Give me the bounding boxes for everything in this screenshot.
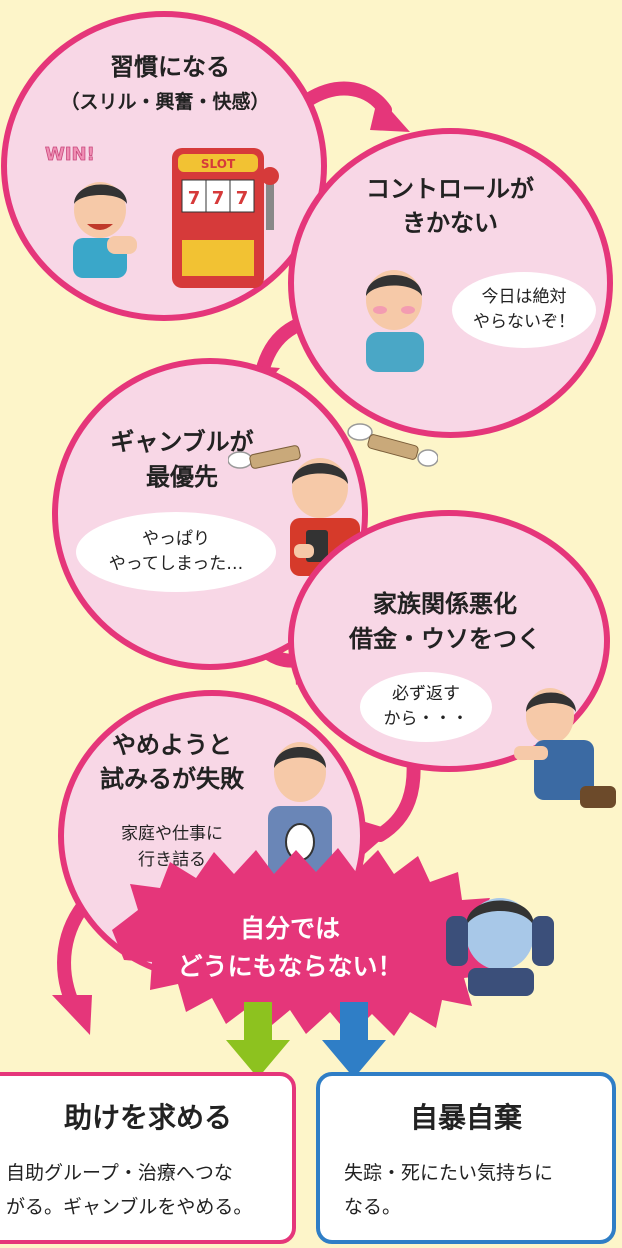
burst-line-2: どうにもならない！ — [177, 952, 403, 981]
stage-5-note-line-1: 家庭や仕事に — [121, 824, 223, 844]
flying-money-icon — [228, 423, 438, 469]
svg-text:7: 7 — [188, 188, 201, 209]
slot-label: SLOT — [201, 157, 236, 171]
stage-3-speech-bubble: やっぱり やってしまった… — [76, 512, 276, 592]
begging-man-figure — [514, 688, 616, 808]
green-arrow-icon — [226, 1002, 290, 1078]
stage-4-title-line-1: 家族関係悪化 — [373, 590, 517, 618]
seek-help-body: 自助グループ・治療へつな がる。ギャンブルをやめる。 — [6, 1162, 253, 1218]
svg-text:7: 7 — [236, 188, 249, 209]
blue-arrow-icon — [322, 1002, 386, 1078]
stage-2-title-line-2: きかない — [402, 209, 498, 237]
stage-2-speech-bubble: 今日は絶対 やらないぞ！ — [452, 272, 596, 348]
despair-title: 自暴自棄 — [409, 1101, 522, 1134]
stage-3-title-line-2: 最優先 — [146, 463, 218, 491]
determined-man-figure — [366, 270, 424, 372]
stage-3-title-line-1: ギャンブルが — [110, 428, 254, 456]
seek-help-box: 助けを求める 自助グループ・治療へつな がる。ギャンブルをやめる。 — [0, 1072, 296, 1244]
stage-2-circle — [288, 128, 613, 438]
despair-body: 失踪・死にたい気持ちに なる。 — [344, 1162, 554, 1218]
stage-4-title-line-2: 借金・ウソをつく — [349, 625, 541, 653]
win-label: WIN! — [45, 144, 95, 165]
stage-5-note-line-2: 行き詰る — [138, 850, 206, 870]
stage-5-title-line-1: やめようと — [112, 731, 232, 759]
stage-5-title-line-2: 試みるが失敗 — [100, 765, 244, 793]
seek-help-title: 助けを求める — [63, 1101, 232, 1134]
stage-1-title: 習慣になる — [110, 53, 230, 81]
head-holding-man-figure — [446, 898, 554, 996]
stage-1-circle — [1, 11, 327, 321]
winning-man-figure: WIN! — [45, 144, 137, 278]
slot-machine-figure: SLOT 7 7 7 — [172, 148, 279, 288]
burst-line-1: 自分では — [239, 914, 340, 943]
stage-4-speech-bubble: 必ず返す から・・・ — [360, 672, 492, 742]
stage-2-title-line-1: コントロールが — [366, 175, 534, 203]
stage-1-subtitle: （スリル・興奮・快感） — [60, 91, 270, 113]
despair-box: 自暴自棄 失踪・死にたい気持ちに なる。 — [316, 1072, 616, 1244]
svg-text:7: 7 — [212, 188, 225, 209]
